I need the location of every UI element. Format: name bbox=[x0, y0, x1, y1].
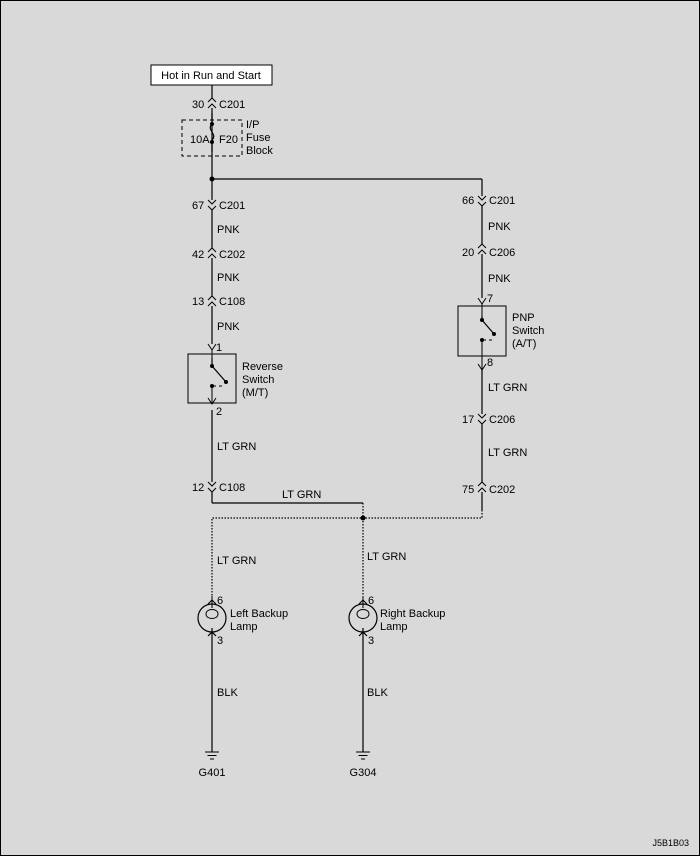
wire-label-pnk-r2: PNK bbox=[488, 273, 511, 285]
reverse-switch-terminal-b bbox=[224, 380, 228, 384]
wire-label-ltgrn-lamp-r: LT GRN bbox=[367, 551, 406, 563]
left-lamp-label-2: Lamp bbox=[230, 621, 258, 633]
pnp-switch-terminal-b bbox=[492, 332, 496, 336]
c201-top-pin: 30 bbox=[192, 99, 204, 111]
wire-label-blk-l: BLK bbox=[217, 687, 238, 699]
right-lamp-label-2: Lamp bbox=[380, 621, 408, 633]
fuse-terminal-bottom bbox=[210, 140, 214, 144]
reverse-switch-pin-out-label: 2 bbox=[216, 406, 222, 418]
c201-left-pin: 67 bbox=[192, 200, 204, 212]
c202-left-pin: 42 bbox=[192, 249, 204, 261]
fuse-block-label-1: I/P bbox=[246, 119, 259, 131]
right-lamp-ground-wire bbox=[358, 628, 368, 752]
pnp-switch-pin-out bbox=[477, 340, 487, 371]
right-lamp-pin-in-label: 6 bbox=[368, 595, 374, 607]
splice-bottom bbox=[360, 515, 366, 521]
reverse-switch-pin-out bbox=[207, 386, 217, 405]
reverse-switch-terminal-a bbox=[210, 364, 214, 368]
wire-label-pnk-l3: PNK bbox=[217, 321, 240, 333]
c201-right-pin: 66 bbox=[462, 195, 474, 207]
c201-left-name: C201 bbox=[219, 200, 245, 212]
ground-icon-right bbox=[356, 751, 370, 760]
pnp-switch-label-3: (A/T) bbox=[512, 338, 536, 350]
pnp-switch-pin-out-label: 8 bbox=[487, 357, 493, 369]
fuse-block-label-3: Block bbox=[246, 145, 273, 157]
fuse-amp: 10A bbox=[190, 134, 210, 146]
figure-id: J5B1B03 bbox=[652, 838, 689, 848]
c108-lower-name: C108 bbox=[219, 482, 245, 494]
right-lamp-filament bbox=[356, 609, 370, 619]
fuse-block-label-2: Fuse bbox=[246, 132, 270, 144]
reverse-switch-pin-in bbox=[207, 343, 217, 358]
wire-label-blk-r: BLK bbox=[367, 687, 388, 699]
pnp-switch-terminal-a bbox=[480, 318, 484, 322]
c202-lower-name: C202 bbox=[489, 484, 515, 496]
left-lamp-pin-out-label: 3 bbox=[217, 635, 223, 647]
c201-right-name: C201 bbox=[489, 195, 515, 207]
reverse-switch-pin-in-label: 1 bbox=[216, 342, 222, 354]
wire-label-ltgrn-mid: LT GRN bbox=[282, 489, 321, 501]
wire-label-ltgrn-r1: LT GRN bbox=[488, 382, 527, 394]
ground-label-right: G304 bbox=[350, 767, 377, 779]
c108-left-pin: 13 bbox=[192, 296, 204, 308]
ground-icon-left bbox=[205, 751, 219, 760]
pnp-switch-pin-in bbox=[477, 297, 487, 316]
pnp-switch-pin-in-label: 7 bbox=[487, 293, 493, 305]
power-source-label: Hot in Run and Start bbox=[161, 70, 261, 82]
connector-symbols-right bbox=[477, 195, 487, 493]
pnp-switch-label-2: Switch bbox=[512, 325, 544, 337]
right-lamp-label-1: Right Backup bbox=[380, 608, 445, 620]
c108-lower-pin: 12 bbox=[192, 482, 204, 494]
left-lamp-pin-in-label: 6 bbox=[217, 595, 223, 607]
left-lamp-label-1: Left Backup bbox=[230, 608, 288, 620]
c206-right-name: C206 bbox=[489, 247, 515, 259]
c108-left-name: C108 bbox=[219, 296, 245, 308]
c202-lower-pin: 75 bbox=[462, 484, 474, 496]
c206-right-pin: 20 bbox=[462, 247, 474, 259]
c202-left-name: C202 bbox=[219, 249, 245, 261]
ground-label-left: G401 bbox=[199, 767, 226, 779]
pnp-switch-label-1: PNP bbox=[512, 312, 535, 324]
left-lamp-pin-in bbox=[207, 596, 217, 608]
reverse-switch-label-1: Reverse bbox=[242, 361, 283, 373]
fuse-terminal-top bbox=[210, 122, 214, 126]
wire-label-ltgrn-l1: LT GRN bbox=[217, 441, 256, 453]
connector-symbols-left bbox=[207, 97, 217, 493]
right-lamp-pin-out-label: 3 bbox=[368, 635, 374, 647]
fuse-id: F20 bbox=[219, 134, 238, 146]
wire-label-pnk-l1: PNK bbox=[217, 224, 240, 236]
wire-label-pnk-r1: PNK bbox=[488, 221, 511, 233]
wire-label-ltgrn-lamp-l: LT GRN bbox=[217, 555, 256, 567]
c206-lower-pin: 17 bbox=[462, 414, 474, 426]
reverse-switch-label-3: (M/T) bbox=[242, 387, 268, 399]
reverse-switch-label-2: Switch bbox=[242, 374, 274, 386]
left-lamp-ground-wire bbox=[207, 628, 217, 752]
c206-lower-name: C206 bbox=[489, 414, 515, 426]
left-lamp-filament bbox=[205, 609, 219, 619]
wire-label-pnk-l2: PNK bbox=[217, 272, 240, 284]
wire-label-ltgrn-r2: LT GRN bbox=[488, 447, 527, 459]
wire-lower-bus bbox=[211, 510, 483, 596]
right-lamp-pin-in bbox=[358, 596, 368, 608]
c201-top-name: C201 bbox=[219, 99, 245, 111]
